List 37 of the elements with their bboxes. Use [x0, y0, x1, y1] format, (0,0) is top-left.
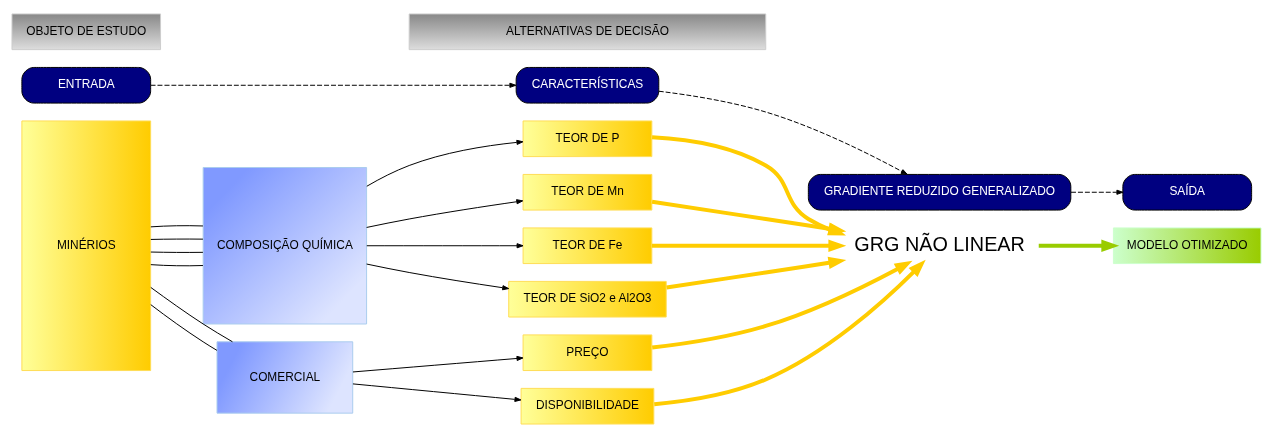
arrow — [658, 90, 908, 175]
connector — [150, 225, 204, 228]
arrow — [651, 260, 913, 350]
arrow — [366, 263, 510, 291]
node-box: SAÍDA — [1122, 173, 1253, 211]
arrow — [352, 383, 522, 402]
arrow — [666, 256, 847, 290]
connector — [150, 251, 204, 253]
node-box: COMERCIAL — [216, 341, 354, 414]
connector — [150, 286, 233, 343]
connector — [150, 304, 218, 351]
node-text: GRG NÃO LINEAR — [854, 232, 1025, 255]
node-box: COMPOSIÇÃO QUÍMICA — [202, 167, 368, 325]
node-box: MODELO OTIMIZADO — [1112, 227, 1262, 265]
node-box: ENTRADA — [21, 66, 152, 104]
node-box: TEOR DE Fe — [522, 227, 653, 265]
node-box: CARACTERÍSTICAS — [515, 66, 660, 104]
arrow — [150, 82, 517, 88]
node-box: OBJETO DE ESTUDO — [11, 13, 162, 51]
arrow — [366, 243, 524, 249]
node-box: TEOR DE Mn — [522, 173, 653, 211]
arrow — [1038, 239, 1120, 252]
arrow — [366, 199, 524, 228]
arrow — [1070, 189, 1124, 195]
connector — [150, 238, 204, 240]
node-box: TEOR DE P — [522, 120, 653, 158]
node-box: DISPONIBILIDADE — [520, 387, 655, 425]
node-box: PREÇO — [522, 334, 653, 372]
arrow — [366, 139, 524, 187]
node-box: TEOR DE SiO2 e Al2O3 — [508, 280, 667, 318]
node-box: ALTERNATIVAS DE DECISÃO — [408, 13, 767, 51]
arrow — [352, 355, 524, 373]
connector — [150, 264, 204, 267]
node-box: MINÉRIOS — [21, 120, 152, 372]
arrow — [651, 239, 847, 252]
node-box: GRADIENTE REDUZIDO GENERALIZADO — [807, 173, 1072, 211]
arrow — [654, 259, 926, 407]
